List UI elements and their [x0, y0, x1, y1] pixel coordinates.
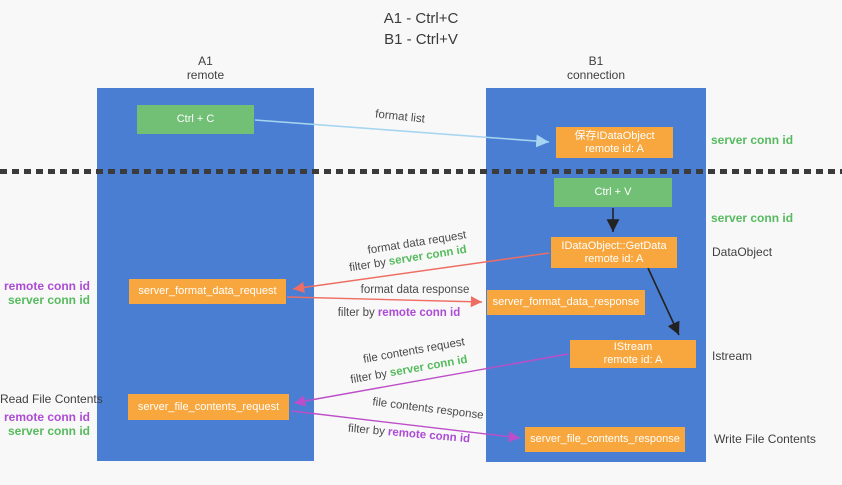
node-idataobject-getdata-line1: IDataObject::GetData: [561, 239, 667, 252]
column-header-b1: B1 connection: [486, 54, 706, 82]
node-ctrl-c: Ctrl + C: [137, 105, 254, 134]
title-line-1: A1 - Ctrl+C: [383, 10, 459, 27]
node-server-format-data-request: server_format_data_request: [129, 279, 286, 304]
label-format-data-response: format data response: [360, 284, 470, 296]
arrow-file-contents-response: [291, 410, 521, 443]
node-ctrl-v-label: Ctrl + V: [594, 186, 632, 198]
node-server-file-contents-response-label: server_file_contents_response: [530, 433, 680, 445]
node-istream-line1: IStream: [613, 341, 653, 353]
label-server-conn-id-1: server conn id: [7, 293, 90, 307]
column-a1-subtitle: remote: [186, 68, 225, 82]
diagram-title: A1 - Ctrl+C B1 - Ctrl+V: [0, 8, 842, 50]
node-save-idataobject-line1: 保存IDataObject: [574, 129, 655, 142]
column-header-a1: A1 remote: [97, 54, 314, 82]
label-read-file-contents: Read File Contents: [0, 392, 103, 406]
left-conn-id-group-2: remote conn id server conn id: [0, 410, 90, 438]
label-remote-conn-id-1: remote conn id: [3, 279, 90, 293]
label-dataobject: DataObject: [712, 245, 773, 259]
arrow-file-contents-request: [293, 353, 569, 407]
node-ctrl-c-label: Ctrl + C: [176, 113, 215, 125]
node-idataobject-getdata-line2: remote id: A: [584, 252, 644, 265]
node-server-format-data-response: server_format_data_response: [487, 290, 645, 315]
label-server-conn-id-mid: server conn id: [711, 211, 794, 225]
label-istream: Istream: [712, 349, 753, 363]
node-ctrl-v: Ctrl + V: [554, 178, 672, 207]
node-server-file-contents-request-label: server_file_contents_request: [137, 400, 280, 413]
phase-divider-dotted-line: [0, 169, 842, 174]
arrow-format-data-response: [286, 296, 483, 308]
node-server-format-data-request-label: server_format_data_request: [138, 285, 277, 297]
label-server-conn-id-top: server conn id: [711, 133, 794, 147]
label-server-conn-id-2: server conn id: [7, 424, 90, 438]
node-server-file-contents-response: server_file_contents_response: [525, 427, 685, 452]
remote-conn-id-part: remote conn id: [377, 307, 461, 319]
title-line-2: B1 - Ctrl+V: [384, 31, 458, 48]
left-conn-id-group-1: remote conn id server conn id: [0, 279, 90, 307]
column-a1-name: A1: [198, 54, 213, 68]
node-istream: IStream remote id: A: [570, 340, 696, 368]
node-server-format-data-response-label: server_format_data_response: [492, 296, 640, 308]
node-save-idataobject: 保存IDataObject remote id: A: [556, 127, 673, 158]
label-remote-conn-id-2: remote conn id: [3, 410, 90, 424]
node-idataobject-getdata: IDataObject::GetData remote id: A: [551, 237, 677, 268]
node-save-idataobject-line2: remote id: A: [585, 142, 644, 155]
column-b1-subtitle: connection: [566, 68, 626, 82]
arrow-getdata-to-istream: [647, 267, 680, 336]
filter-by-prefix: filter by: [337, 307, 375, 319]
arrow-format-data-request: [292, 252, 550, 293]
node-server-file-contents-request: server_file_contents_request: [128, 394, 289, 420]
label-write-file-contents: Write File Contents: [714, 432, 816, 446]
arrow-format-list: [254, 119, 550, 148]
node-istream-line2: remote id: A: [603, 354, 663, 366]
column-b1-name: B1: [588, 54, 604, 68]
